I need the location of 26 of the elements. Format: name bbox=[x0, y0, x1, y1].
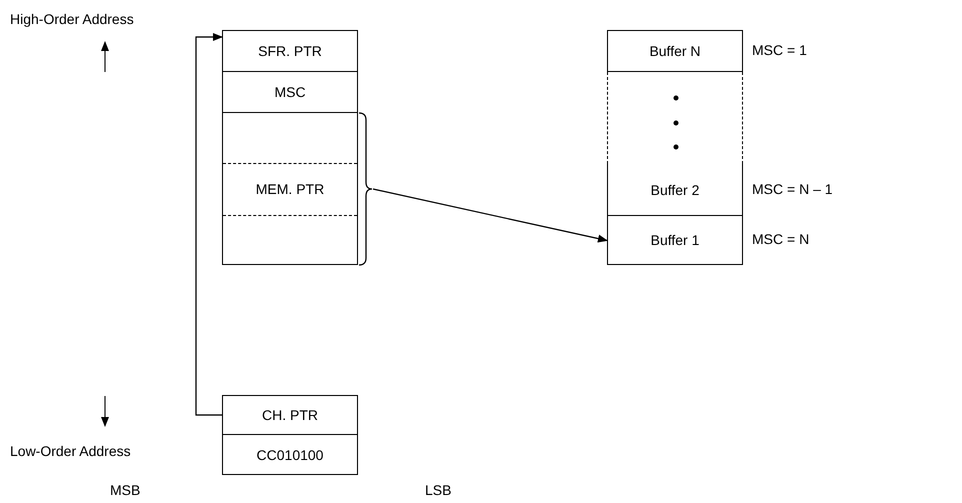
cell-label: CH. PTR bbox=[262, 407, 318, 423]
cell-label: MEM. PTR bbox=[256, 180, 324, 196]
memory-cell bbox=[222, 72, 358, 113]
memory-cell bbox=[607, 216, 743, 265]
cell-label: MSC bbox=[274, 84, 306, 100]
axis-note: Low-Order Address bbox=[10, 443, 131, 459]
side-note: MSC = N – 1 bbox=[752, 181, 833, 197]
axis-note: MSB bbox=[110, 482, 140, 498]
arrow bbox=[195, 33, 223, 416]
cell-label: Buffer N bbox=[649, 43, 701, 59]
cell-label: CC010100 bbox=[256, 446, 324, 462]
side-note: MSC = N bbox=[752, 231, 810, 247]
memory-cell bbox=[607, 30, 743, 72]
memory-cell bbox=[222, 113, 358, 265]
axis-note: LSB bbox=[425, 482, 452, 498]
cell-label: Buffer 2 bbox=[650, 182, 700, 198]
continuation-cell bbox=[607, 72, 743, 164]
memory-cell bbox=[222, 435, 358, 475]
memory-cell bbox=[222, 30, 358, 72]
memory-cell bbox=[607, 164, 743, 216]
cell-label: Buffer 1 bbox=[650, 232, 700, 248]
arrow bbox=[372, 188, 608, 242]
axis-note: High-Order Address bbox=[10, 11, 134, 27]
memory-cell bbox=[222, 395, 358, 435]
side-note: MSC = 1 bbox=[752, 42, 807, 58]
cell-label: SFR. PTR bbox=[258, 43, 322, 59]
